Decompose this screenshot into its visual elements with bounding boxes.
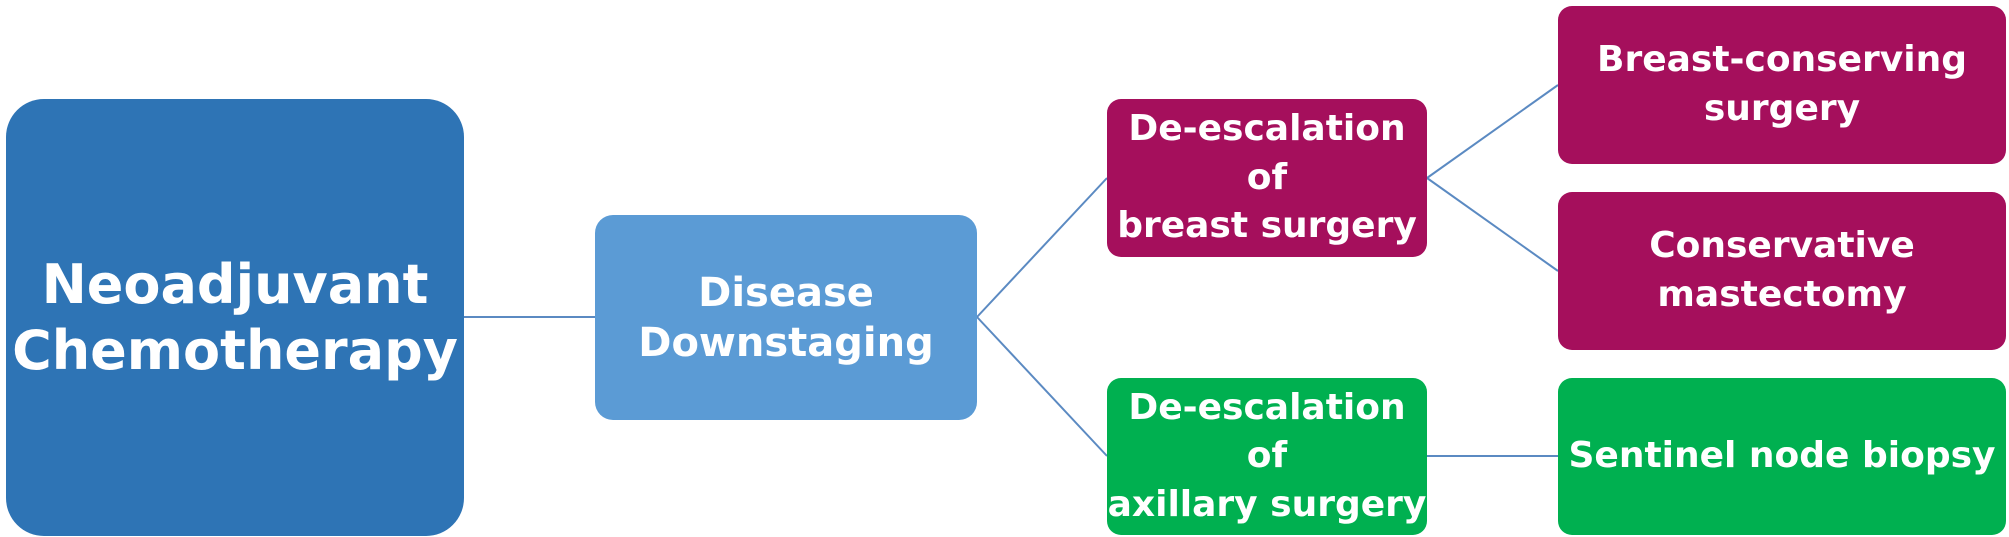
node-label-line1: Sentinel node biopsy bbox=[1568, 435, 1996, 477]
node-deescalation-axillary-surgery: De-escalation of axillary surgery bbox=[1107, 378, 1427, 535]
node-label-line2: Chemotherapy bbox=[12, 318, 458, 382]
node-label-line1: Conservative bbox=[1649, 225, 1915, 267]
node-label-line2: surgery bbox=[1703, 88, 1861, 129]
edge-downstaging-to-axillary-surgery bbox=[976, 316, 1108, 457]
node-label-line1: Breast-conserving bbox=[1597, 39, 1967, 81]
node-label-line2: Downstaging bbox=[638, 319, 934, 366]
node-label-line1: Disease bbox=[698, 269, 874, 316]
node-conservative-mastectomy: Conservative mastectomy bbox=[1558, 192, 2006, 350]
node-label-line1: Neoadjuvant bbox=[41, 252, 429, 316]
node-label-line2: mastectomy bbox=[1657, 274, 1907, 315]
edge-breast-surgery-to-conservative-mastectomy bbox=[1426, 177, 1559, 272]
node-neoadjuvant-chemotherapy: Neoadjuvant Chemotherapy bbox=[6, 99, 464, 536]
node-disease-downstaging: Disease Downstaging bbox=[595, 215, 977, 420]
node-sentinel-node-biopsy: Sentinel node biopsy bbox=[1558, 378, 2006, 535]
node-label-line1: De-escalation of bbox=[1128, 386, 1406, 477]
node-breast-conserving-surgery: Breast-conserving surgery bbox=[1558, 6, 2006, 164]
edge-breast-surgery-to-breast-conserving bbox=[1426, 84, 1559, 179]
node-label-line1: De-escalation of bbox=[1128, 108, 1406, 198]
node-label-line2: breast surgery bbox=[1117, 205, 1417, 247]
node-label-line2: axillary surgery bbox=[1107, 483, 1427, 525]
node-deescalation-breast-surgery: De-escalation of breast surgery bbox=[1107, 99, 1427, 257]
edge-downstaging-to-breast-surgery bbox=[976, 177, 1108, 318]
